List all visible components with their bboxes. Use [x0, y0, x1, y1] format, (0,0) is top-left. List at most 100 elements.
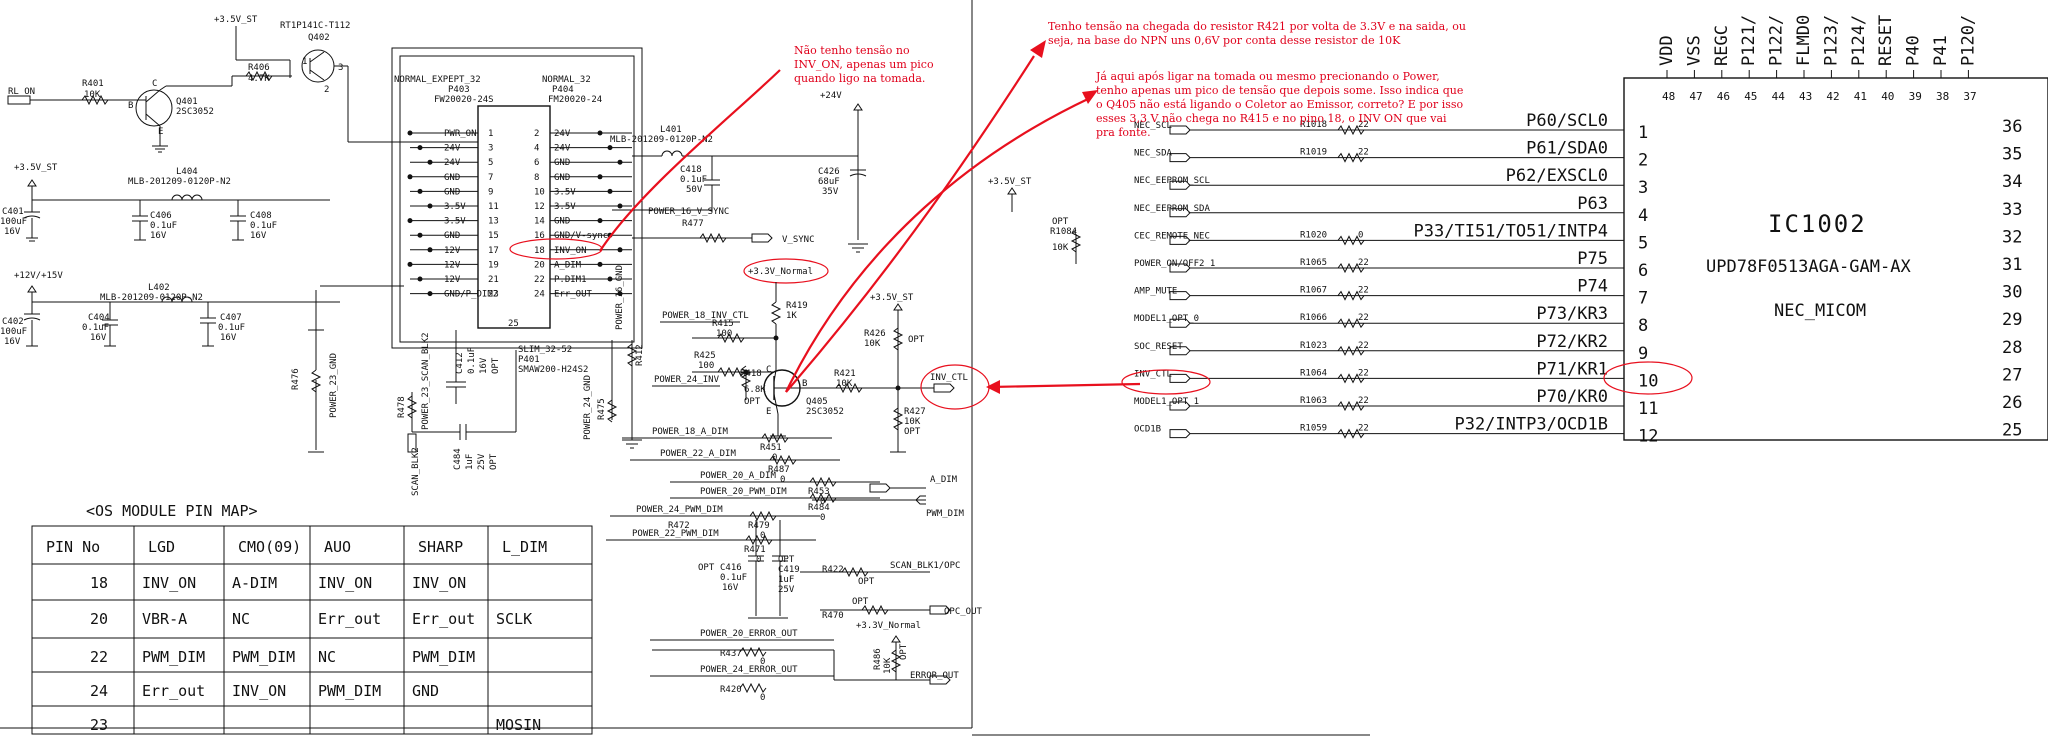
- micom-res-ref: R1023: [1300, 341, 1327, 351]
- svg-text:0.1uF: 0.1uF: [150, 221, 177, 231]
- svg-text:OPT: OPT: [908, 335, 925, 345]
- conn-junction: [427, 159, 433, 165]
- note-3-line-1: Já aqui após ligar na tomada ou mesmo pr…: [1095, 70, 1440, 83]
- inv-ctl-highlight: [920, 364, 990, 410]
- pin-map-header: CMO(09): [238, 538, 301, 556]
- micom-ref: IC1002: [1768, 210, 1867, 238]
- dim-net-resistor: [761, 432, 789, 444]
- error-nets: POWER_20_ERROR_OUTR4370POWER_24_ERROR_OU…: [650, 629, 834, 703]
- svg-text:C484: C484: [453, 448, 463, 470]
- conn-junction: [427, 203, 433, 209]
- svg-text:100: 100: [698, 361, 714, 371]
- svg-text:R419: R419: [786, 301, 808, 311]
- micom-left-pin-name: P72/KR2: [1536, 332, 1608, 352]
- svg-text:MLB-201209-0120P-N2: MLB-201209-0120P-N2: [128, 177, 231, 187]
- conn-junction: [407, 130, 413, 136]
- micom-left-pin-num: 4: [1638, 206, 1648, 226]
- micom-left-pin-num: 5: [1638, 233, 1648, 253]
- annotation-notes: Não tenho tensão no INV_ON, apenas um pi…: [794, 20, 1466, 139]
- dimming-nets: POWER_18_A_DIMR4510POWER_22_A_DIMR4870PO…: [606, 427, 880, 565]
- svg-text:R470: R470: [822, 611, 844, 621]
- dim-net-val: 0: [820, 497, 825, 507]
- svg-text:POWER_16_GND: POWER_16_GND: [615, 265, 625, 330]
- inv-on-pin-highlight: [509, 238, 603, 260]
- svg-text:R426: R426: [864, 329, 886, 339]
- svg-text:16V: 16V: [220, 333, 237, 343]
- micom-net-label: POWER_ON/OFF2_1: [1134, 259, 1215, 269]
- micom-top-pin-num: 42: [1826, 90, 1839, 103]
- pin-map-cell: PWM_DIM: [142, 648, 205, 666]
- note-1-line-1: Não tenho tensão no: [794, 44, 910, 57]
- micom-resistor: [1337, 235, 1365, 246]
- svg-text:POWER_23_GND: POWER_23_GND: [329, 353, 339, 418]
- micom-res-val: 22: [1358, 120, 1369, 130]
- svg-text:B: B: [802, 379, 807, 389]
- svg-text:OPT: OPT: [852, 597, 869, 607]
- svg-text:L402: L402: [148, 283, 170, 293]
- svg-text:OPT: OPT: [698, 563, 715, 573]
- err-net-label: POWER_20_ERROR_OUT: [700, 629, 798, 639]
- micom-res-ref: R1020: [1300, 230, 1327, 240]
- note-1-line-2: INV_ON, apenas um pico: [794, 58, 934, 71]
- micom-net-port: [1169, 291, 1191, 301]
- conn-junction: [427, 291, 433, 297]
- conn-pin-odd-num: 3: [488, 144, 493, 154]
- pin-map-cell: 20: [90, 610, 108, 628]
- svg-text:C402: C402: [2, 317, 24, 327]
- svg-text:C404: C404: [88, 313, 110, 323]
- svg-text:3: 3: [338, 63, 343, 73]
- dim-net-val: 0: [780, 475, 785, 485]
- pin-map-cell: MOSIN: [496, 716, 541, 734]
- micom-top-pin-name: FLMD0: [1794, 15, 1814, 66]
- svg-text:FW20020-24S: FW20020-24S: [434, 95, 494, 105]
- dim-net-ref: R487: [768, 465, 790, 475]
- dim-net-label: POWER_20_A_DIM: [700, 471, 776, 481]
- pin-map-cell: PWM_DIM: [412, 648, 475, 666]
- micom-res-val: 22: [1358, 341, 1369, 351]
- svg-text:SMAW200-H24S2: SMAW200-H24S2: [518, 365, 588, 375]
- micom-res-val: 22: [1358, 424, 1369, 434]
- conn-pin-odd-name: 24V: [444, 144, 461, 154]
- q405-group: +3.3V_Normal R419 1K POWER_18_INV_CTL R4…: [652, 258, 990, 453]
- conn-pin-odd-name: 12V: [444, 275, 461, 285]
- conn-pin-even-name: GND: [554, 217, 570, 227]
- conn-pin-even-name: 24V: [554, 144, 571, 154]
- micom-top-pin-num: 47: [1689, 90, 1702, 103]
- conn-pin-odd-num: 11: [488, 202, 499, 212]
- q402-group: +3.5V_ST Q402 RT1P141C-T112 1 2 3 R406 4…: [166, 15, 478, 143]
- conn-pin-even-name: Err_OUT: [554, 290, 593, 300]
- micom-res-ref: R1064: [1300, 368, 1327, 378]
- pin-map-cell: GND: [412, 682, 439, 700]
- micom-top-pins: VDD48VSS47REGC46P121/45P122/44FLMD043P12…: [1657, 15, 1978, 103]
- svg-text:R478: R478: [397, 396, 407, 418]
- conn-pin-even-num: 8: [534, 173, 539, 183]
- err-net-ref: R420: [720, 685, 742, 695]
- inv-ctl-net-highlight: [1121, 369, 1211, 395]
- svg-text:POWER_18_INV_CTL: POWER_18_INV_CTL: [662, 311, 749, 321]
- svg-text:E: E: [766, 407, 771, 417]
- svg-text:100: 100: [716, 329, 732, 339]
- svg-text:OPT: OPT: [899, 643, 909, 660]
- conn-pin-even-num: 24: [534, 290, 545, 300]
- note-3-line-5: pra fonte.: [1096, 126, 1151, 139]
- conn-pin-even-num: 22: [534, 275, 545, 285]
- svg-text:R475: R475: [597, 398, 607, 420]
- svg-text:B: B: [128, 101, 133, 111]
- svg-text:E: E: [158, 127, 163, 137]
- conn-pin-even-num: 18: [534, 246, 545, 256]
- micom-left-pin-num: 8: [1638, 316, 1648, 336]
- pin-map-cell: A-DIM: [232, 574, 277, 592]
- svg-text:16V: 16V: [150, 231, 167, 241]
- micom-top-pin-name: P123/: [1821, 15, 1841, 66]
- svg-text:68uF: 68uF: [818, 177, 840, 187]
- conn-pin-even-name: INV_ON: [554, 246, 587, 256]
- micom-res-ref: R1066: [1300, 313, 1327, 323]
- svg-text:R486: R486: [873, 648, 883, 670]
- micom-resistor: [1337, 428, 1365, 439]
- svg-text:C: C: [152, 79, 157, 89]
- micom-right-pin-num: 29: [2002, 310, 2022, 330]
